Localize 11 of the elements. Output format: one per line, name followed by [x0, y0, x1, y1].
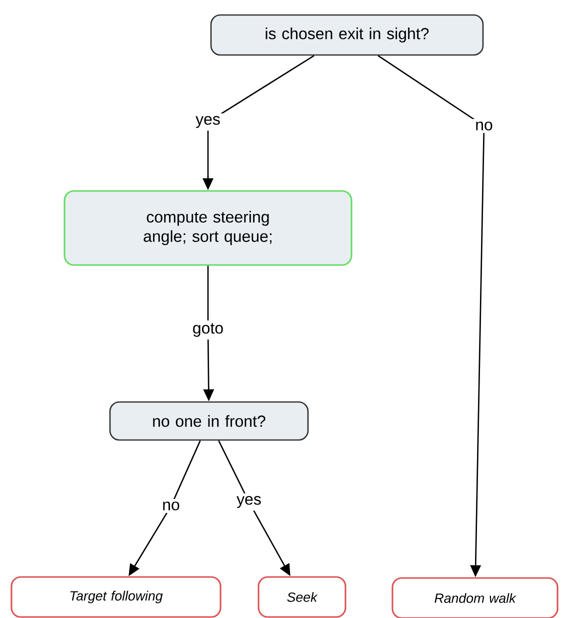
- edge-label: yes: [234, 493, 264, 511]
- edge-label: no: [472, 118, 496, 134]
- state-box: Seek: [258, 576, 346, 618]
- question-box: is chosen exit in sight?: [210, 14, 484, 56]
- edge-label: yes: [192, 113, 224, 131]
- state-box: Random walk: [392, 577, 558, 618]
- action-box: compute steering angle; sort queue;: [64, 190, 352, 266]
- edge-label: no: [159, 498, 183, 514]
- question-box: no one in front?: [109, 401, 309, 441]
- state-box: Target following: [10, 576, 222, 618]
- edge-label: goto: [190, 320, 226, 340]
